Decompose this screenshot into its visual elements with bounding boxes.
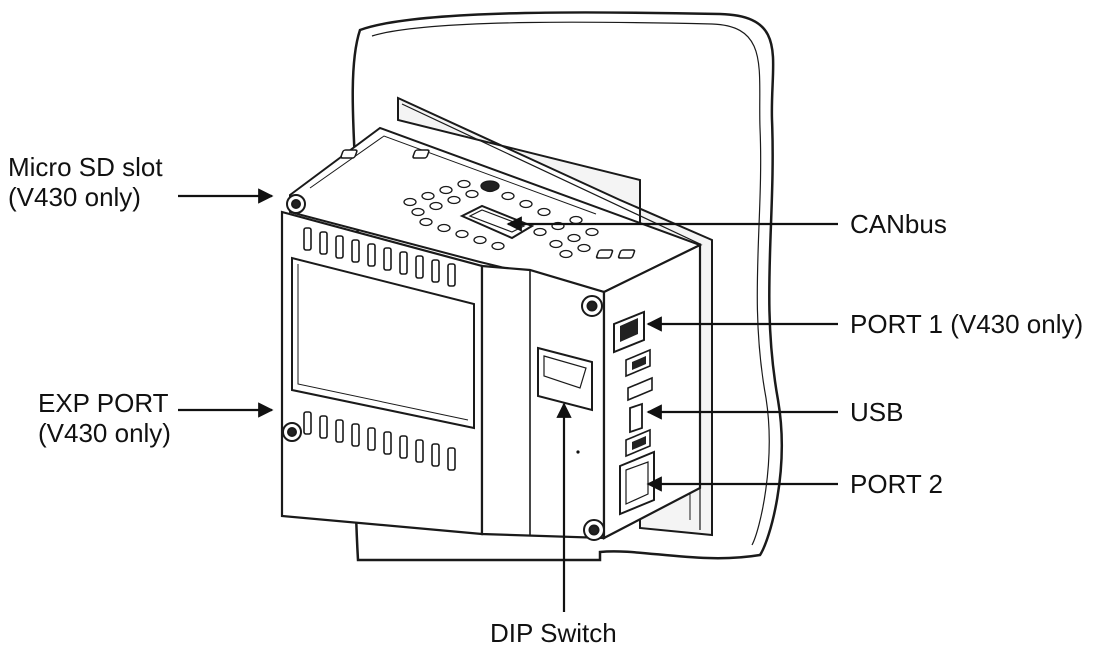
top-holes: [403, 179, 599, 259]
micro-sd-slot-label: Micro SD slot (V430 only): [8, 152, 163, 212]
mounting-panel-edge: [371, 21, 770, 546]
exp-port-label-line1: EXP PORT: [38, 388, 169, 418]
leader-arrows: [178, 188, 838, 612]
dip-switch-label: DIP Switch: [490, 618, 617, 648]
mounting-screws: [282, 194, 605, 541]
front-vents-top: [303, 227, 456, 287]
front-vents-bottom: [303, 411, 456, 471]
usb-port: [629, 402, 643, 434]
top-vents: [340, 149, 636, 259]
micro-sd-slot-label-line2: (V430 only): [8, 182, 141, 212]
port1-label: PORT 1 (V430 only): [850, 309, 1084, 339]
micro-sd-slot-label-line1: Micro SD slot: [8, 152, 163, 182]
exp-port-label-line2: (V430 only): [38, 418, 171, 448]
port2-label: PORT 2: [850, 469, 943, 499]
canbus-label: CANbus: [850, 209, 947, 239]
port-indicator-2: [627, 376, 653, 402]
exp-port-label: EXP PORT (V430 only): [38, 388, 171, 448]
usb-label: USB: [850, 397, 904, 427]
label-window: [291, 256, 475, 430]
